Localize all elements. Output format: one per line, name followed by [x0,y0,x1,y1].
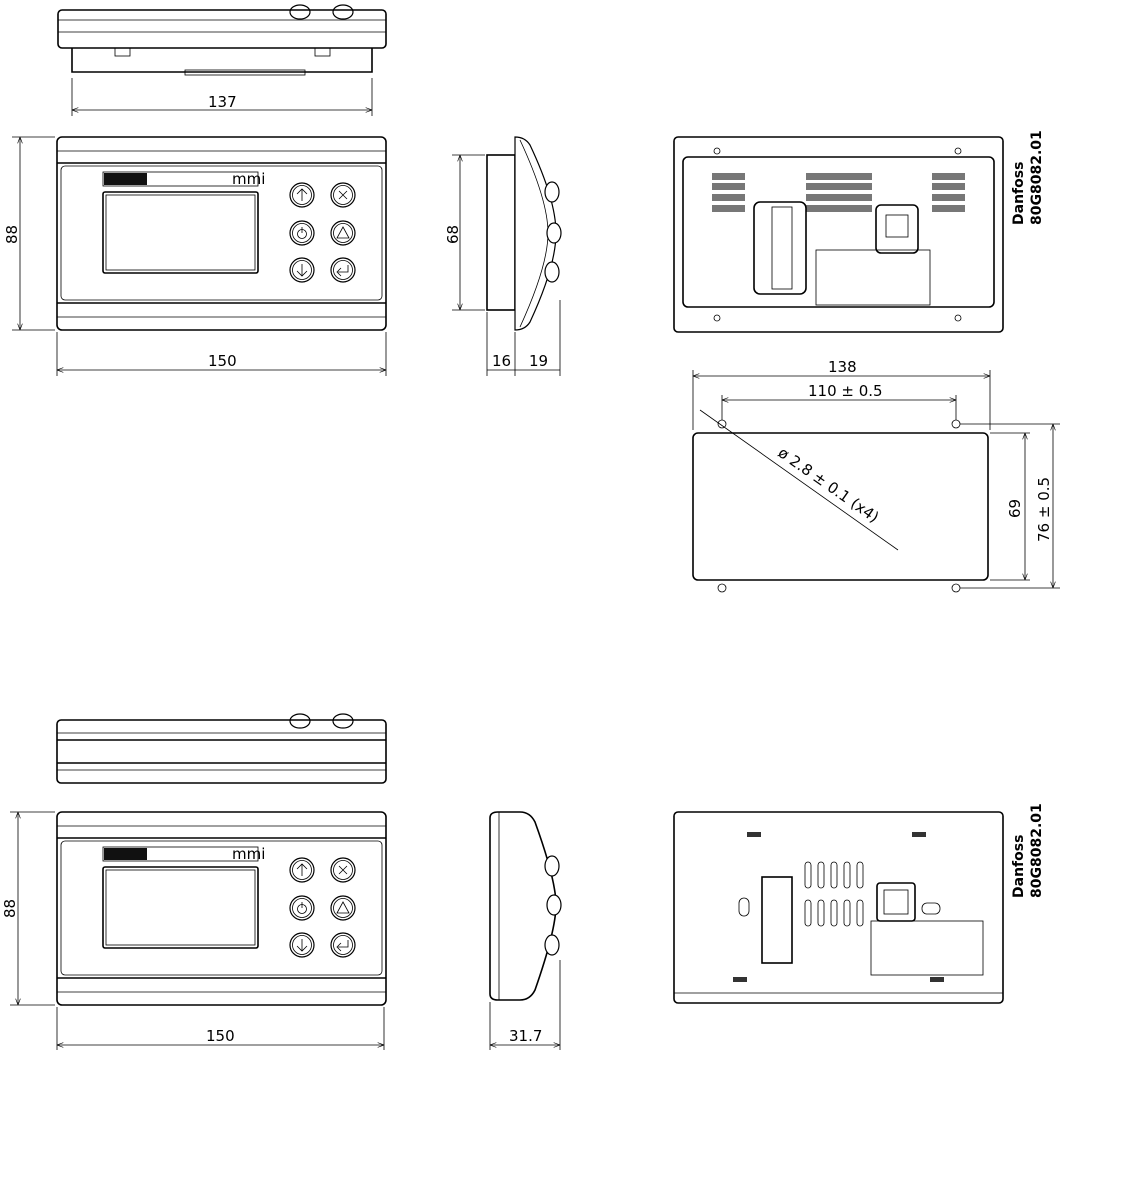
svg-text:ø 2.8 ± 0.1 (x4): ø 2.8 ± 0.1 (x4) [775,444,883,527]
svg-text:68: 68 [444,225,462,244]
front-dims-2: 88 150 [1,811,385,1050]
svg-text:137: 137 [208,93,237,111]
svg-text:150: 150 [208,352,237,370]
svg-text:138: 138 [828,358,857,376]
svg-text:88: 88 [1,899,19,918]
side-view-2: 31.7 [489,811,562,1050]
terminal-block [753,201,807,295]
svg-text:80G8082.01: 80G8082.01 [1029,130,1045,225]
svg-text:150: 150 [206,1027,235,1045]
front-dims-1: 88 150 [3,136,387,376]
terminal-block [761,876,793,964]
svg-text:Danfoss: Danfoss [1011,835,1027,898]
svg-text:69: 69 [1006,499,1024,518]
svg-text:80G8082.01: 80G8082.01 [1029,803,1045,898]
back-view-1: Danfoss 80G8082.01 [673,130,1045,333]
side-view-1: 68 16 19 [444,136,562,376]
panel-cutout: 138 110 ± 0.5 ø 2.8 ± 0.1 (x4) 69 76 ± 0… [692,358,1060,593]
svg-text:16: 16 [492,352,511,370]
svg-text:76 ± 0.5: 76 ± 0.5 [1035,477,1053,542]
back-view-2: Danfoss 80G8082.01 [673,803,1045,1004]
front-view-2 [57,812,386,1005]
svg-text:19: 19 [529,352,548,370]
svg-text:31.7: 31.7 [509,1027,542,1045]
rj-connector [876,882,916,922]
svg-text:Danfoss: Danfoss [1011,162,1027,225]
top-view-1: 137 [57,4,387,116]
front-view-1 [57,137,386,330]
top-view-2 [56,713,387,784]
svg-text:88: 88 [3,225,21,244]
svg-text:110 ± 0.5: 110 ± 0.5 [808,382,883,400]
rj-connector [875,204,919,254]
